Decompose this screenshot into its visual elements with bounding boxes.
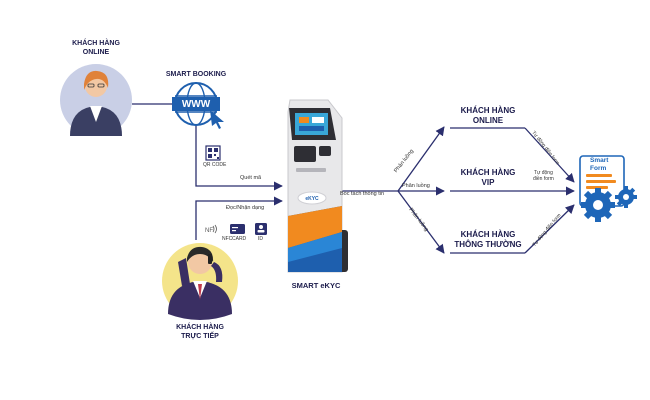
target-vip-label: KHÁCH HÀNG VIP — [460, 168, 516, 187]
target-online-label: KHÁCH HÀNG ONLINE — [460, 106, 516, 125]
nfc-icon: NF — [205, 224, 217, 234]
smart-form-title: Smart Form — [590, 157, 609, 173]
qr-code-label: QR CODE — [203, 162, 227, 168]
route-normal-arrow — [397, 190, 445, 254]
id-label: ID — [258, 236, 263, 242]
svg-text:eKYC: eKYC — [305, 196, 319, 202]
svg-text:NF: NF — [205, 228, 213, 234]
extract-info-label: Bóc tách thông tin — [340, 191, 385, 197]
smart-booking-label: SMART BOOKING — [165, 71, 227, 78]
gear-icon — [581, 188, 615, 222]
card-icon — [230, 224, 245, 234]
online-customer-avatar — [60, 64, 132, 136]
id-card-icon — [255, 223, 267, 235]
globe-icon — [172, 82, 224, 129]
booking-to-kiosk-arrow — [195, 124, 283, 191]
card-label: CARD — [232, 236, 247, 242]
gear-small-icon — [615, 186, 637, 208]
read-recognize-label: Đọc/Nhận dạng — [226, 205, 265, 211]
nfc-label: NFC — [222, 236, 233, 242]
scan-code-label: Quét mã — [240, 175, 262, 181]
kiosk-label: SMART eKYC — [291, 281, 341, 290]
online-to-form-arrow — [524, 127, 575, 183]
normal-to-form-arrow — [524, 204, 575, 254]
target-normal-label: KHÁCH HÀNG THÔNG THƯỜNG — [454, 230, 522, 249]
kiosk-machine: eKYC — [287, 99, 348, 273]
online-customer-label: KHÁCH HÀNG ONLINE — [72, 40, 120, 56]
globe-www-text: WWW — [181, 99, 211, 110]
smart-form-icon — [579, 155, 625, 207]
auto-fill-vip-label: Tự động điền form — [533, 170, 554, 182]
direct-to-kiosk-arrow — [195, 196, 283, 240]
classify-vip-label: Phân luồng — [402, 183, 430, 189]
direct-customer-avatar — [162, 243, 238, 320]
qr-code-icon — [205, 145, 221, 161]
direct-customer-label: KHÁCH HÀNG TRỰC TIẾP — [176, 324, 224, 340]
route-online-arrow — [397, 126, 445, 192]
